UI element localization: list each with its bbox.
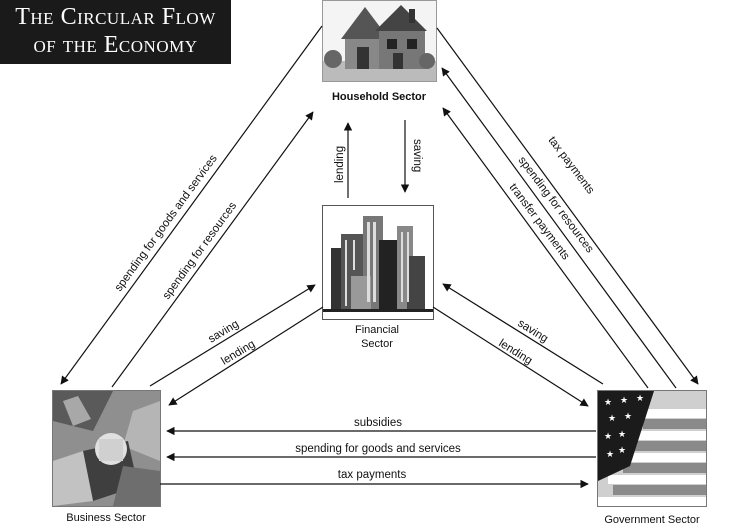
label-lending-government: lending: [496, 337, 534, 367]
household-sector-label: Household Sector: [331, 91, 427, 103]
city-buildings-illustration: [323, 206, 433, 319]
business-image: [52, 390, 161, 507]
financial-label-line-2: Sector: [361, 338, 393, 350]
business-sector-label: Business Sector: [66, 512, 146, 524]
house-illustration: [323, 1, 436, 81]
household-image: [322, 0, 437, 82]
label-lending-household: lending: [334, 146, 346, 183]
title-block: The Circular Flow of the Economy: [0, 0, 231, 64]
arrow-transfer-payments-to-household: [442, 107, 649, 389]
arrow-tax-payments-to-government: [436, 27, 699, 385]
svg-text:★: ★: [606, 450, 614, 460]
svg-text:★: ★: [624, 412, 632, 422]
title-line-1: The Circular Flow: [15, 4, 216, 30]
arrow-resources-spending-to-household: [111, 111, 314, 388]
arrow-saving-government-to-financial: [442, 283, 604, 385]
svg-text:★: ★: [618, 446, 626, 456]
label-saving-government: saving: [515, 317, 550, 345]
svg-text:★: ★: [620, 396, 628, 406]
svg-text:★: ★: [618, 430, 626, 440]
label-spending-goods-services-bottom: spending for goods and services: [295, 443, 461, 455]
government-sector-label: Government Sector: [604, 514, 700, 526]
arrow-saving-business-to-financial: [149, 284, 316, 387]
svg-text:★: ★: [608, 414, 616, 424]
arrow-resources-spending-from-government: [441, 67, 677, 389]
arrow-goods-spending-to-business: [60, 25, 323, 385]
hands-puzzle-illustration: [53, 391, 160, 506]
label-saving-household: saving: [411, 139, 423, 172]
financial-sector-label: Financial Sector: [337, 323, 417, 351]
arrow-lending-financial-to-government: [432, 306, 589, 407]
financial-image: [322, 205, 434, 320]
title-line-2: of the Economy: [33, 32, 198, 58]
financial-label-line-1: Financial: [354, 324, 400, 336]
svg-text:★: ★: [604, 432, 612, 442]
arrow-lending-financial-to-business: [168, 306, 324, 406]
label-tax-payments-bottom: tax payments: [338, 469, 407, 481]
label-spending-goods-services-left: spending for goods and services: [113, 153, 220, 294]
government-image: ★★★ ★★ ★★ ★★: [597, 390, 707, 507]
label-subsidies: subsidies: [354, 417, 402, 429]
flag-illustration: ★★★ ★★ ★★ ★★: [598, 391, 706, 506]
svg-text:★: ★: [636, 394, 644, 404]
svg-text:★: ★: [604, 398, 612, 408]
